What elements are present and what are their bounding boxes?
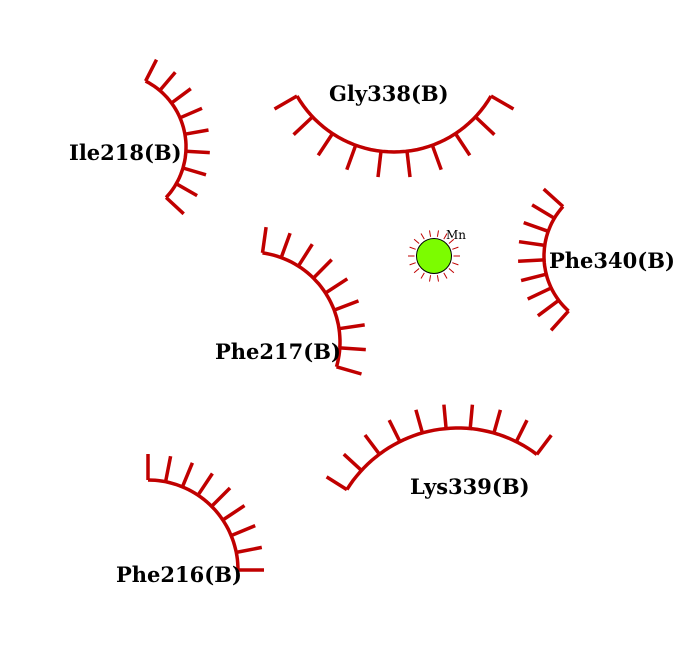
ligand-ray <box>413 238 420 244</box>
arc-spoke <box>184 128 209 136</box>
arc-spoke <box>180 462 195 488</box>
arc-spoke <box>324 277 349 295</box>
arc-spoke <box>492 409 503 434</box>
ligand-label: Mn <box>446 228 466 242</box>
ligand-ray <box>409 246 416 250</box>
arc-curve <box>345 426 538 491</box>
arc-spoke <box>163 455 173 483</box>
arc-curve <box>295 95 493 154</box>
arc-spoke <box>523 220 549 233</box>
arc-spoke <box>345 144 358 171</box>
ligand-ray <box>429 230 432 237</box>
arc-spoke <box>342 452 363 472</box>
mn-atom <box>416 238 452 274</box>
arc-spoke <box>279 232 292 259</box>
arc-spoke <box>325 475 348 492</box>
hydrophobic-arc-phe216 <box>146 454 264 572</box>
arc-spoke <box>442 404 448 429</box>
ligand-ray <box>413 268 420 274</box>
arc-spoke <box>542 187 565 208</box>
arc-spoke <box>235 545 263 555</box>
arc-spoke <box>158 71 177 92</box>
residue-label-ile218: Ile218(B) <box>69 140 182 165</box>
arc-spoke <box>474 115 496 136</box>
hydrophobic-arc-phe340 <box>518 187 570 332</box>
residue-label-phe216: Phe216(B) <box>116 562 242 587</box>
arc-spoke <box>312 258 333 280</box>
arc-spoke <box>182 166 207 177</box>
ligand-ray <box>443 272 448 279</box>
arc-spoke <box>260 226 268 254</box>
arc-spoke <box>518 258 545 263</box>
hydrophobic-arc-phe217 <box>260 226 366 376</box>
arc-spoke <box>387 419 402 443</box>
residue-label-gly338: Gly338(B) <box>329 81 449 106</box>
arc-spoke <box>164 196 185 216</box>
hydrophobic-arc-ile218 <box>144 58 210 216</box>
arc-spoke <box>454 132 472 157</box>
residue-label-lys339: Lys339(B) <box>410 474 530 499</box>
arc-spoke <box>549 309 570 332</box>
arc-spoke <box>230 523 256 538</box>
ligand-ray <box>448 268 455 274</box>
arc-spoke <box>376 150 383 178</box>
ligand-ray <box>429 275 432 282</box>
arc-spoke <box>221 504 246 522</box>
ligand-ray <box>448 238 455 244</box>
hydrophobic-arc-lys339 <box>325 404 553 492</box>
arc-spoke <box>405 150 412 178</box>
arc-spoke <box>363 433 381 456</box>
hydrophobic-arc-gly338 <box>273 94 515 178</box>
arc-spoke <box>518 239 546 248</box>
arc-spoke <box>468 404 475 429</box>
arc-spoke <box>430 144 443 171</box>
ligand-contact-rays <box>408 230 460 282</box>
arc-spoke <box>296 243 314 268</box>
ligand-ray <box>452 262 459 266</box>
arc-spoke <box>490 94 515 111</box>
arc-spoke <box>273 94 298 111</box>
arc-spoke <box>531 203 556 220</box>
arc-spoke <box>196 472 214 497</box>
arc-spoke <box>292 115 314 136</box>
arc-spoke <box>520 272 547 283</box>
arc-spoke <box>144 58 159 82</box>
ligand-ray <box>436 275 439 282</box>
ligand-ray <box>436 230 439 237</box>
arc-spoke <box>170 87 192 105</box>
ligand-ray <box>443 233 448 240</box>
ligand-ray <box>409 262 416 266</box>
residue-label-phe217: Phe217(B) <box>215 339 341 364</box>
arc-spoke <box>338 323 365 331</box>
ligand-ray <box>420 233 425 240</box>
arc-spoke <box>536 298 560 318</box>
arc-spoke <box>185 149 210 155</box>
residue-label-phe340: Phe340(B) <box>549 248 675 273</box>
arc-spoke <box>526 286 552 301</box>
arc-spoke <box>336 365 362 376</box>
ligand-ray <box>420 272 425 279</box>
arc-spoke <box>414 409 425 434</box>
arc-spoke <box>175 182 198 198</box>
arc-spoke <box>210 486 232 508</box>
arc-spoke <box>514 419 529 443</box>
ligand-ray <box>452 246 459 250</box>
arc-spoke <box>333 299 360 312</box>
arc-spoke <box>339 346 366 352</box>
arc-spoke <box>179 106 203 120</box>
arc-spoke <box>535 434 553 456</box>
ligand-mn: Mn <box>408 228 466 282</box>
arc-spoke <box>316 132 334 157</box>
